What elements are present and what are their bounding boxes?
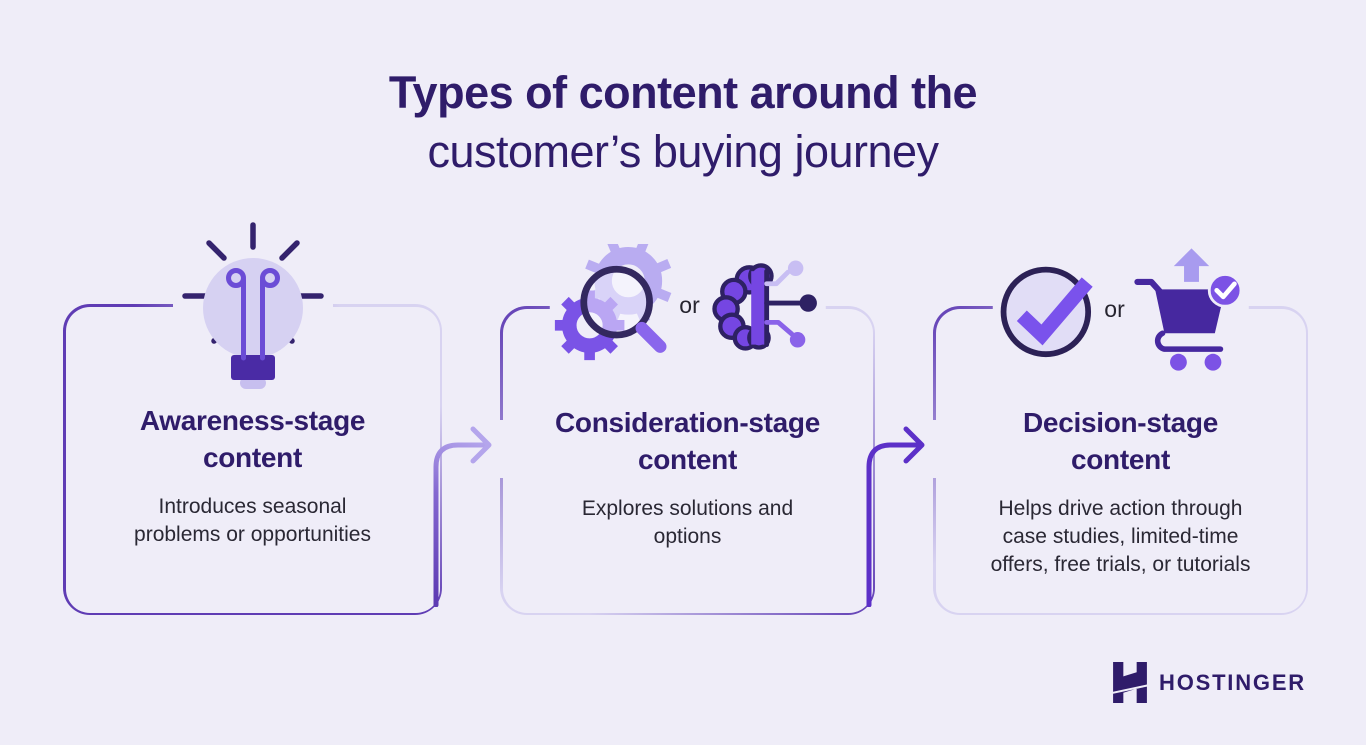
- search-gears-icon: [554, 244, 671, 361]
- heading-line: Decision-stage: [1023, 406, 1218, 438]
- hostinger-logo-icon: [1113, 662, 1147, 703]
- description-line: options: [653, 524, 722, 548]
- brand-name: HOSTINGER: [1159, 669, 1306, 695]
- ai-brain-icon: [712, 260, 817, 351]
- card-awareness-body: Awareness-stage content Introduces seaso…: [65, 220, 440, 613]
- card-consideration-stage: or: [500, 244, 875, 615]
- heading-line: Awareness-stage: [139, 404, 366, 436]
- title-line-2: customer’s buying journey: [427, 126, 939, 177]
- card-consideration-body: or: [502, 244, 873, 613]
- or-label: or: [679, 291, 700, 318]
- card-awareness-stage: Awareness-stage content Introduces seaso…: [63, 220, 442, 615]
- heading-line: content: [202, 441, 302, 473]
- decision-icon-group: or: [992, 242, 1249, 376]
- card-heading: Decision-stage content: [936, 404, 1306, 478]
- border-gap-mask: [928, 420, 940, 478]
- title-line-1: Types of content around the: [388, 67, 978, 118]
- check-circle-icon: [1000, 266, 1093, 358]
- description-line: Introduces seasonal: [158, 494, 347, 518]
- card-description: Explores solutions and options: [503, 495, 873, 551]
- card-description: Introduces seasonal problems or opportun…: [66, 493, 440, 549]
- card-decision-stage: or Decision-stage content Helps drive ac…: [933, 242, 1308, 615]
- page-title: Types of content around the customer’s b…: [0, 63, 1366, 181]
- card-heading: Consideration-stage content: [503, 404, 873, 478]
- consideration-icon-group: or: [549, 244, 826, 366]
- heading-line: content: [1070, 443, 1170, 475]
- flow-arrow-2-icon: [866, 426, 925, 607]
- shopping-cart-icon: [1134, 248, 1243, 371]
- card-heading: Awareness-stage content: [66, 402, 440, 476]
- border-gap-mask: [495, 420, 507, 478]
- brand-footer: HOSTINGER: [1112, 662, 1306, 703]
- flow-arrow-1-icon: [433, 426, 492, 607]
- card-description: Helps drive action through case studies,…: [936, 495, 1306, 579]
- lightbulb-icon: [181, 222, 324, 389]
- or-label: or: [1104, 295, 1125, 322]
- awareness-icon-group: [172, 220, 333, 392]
- card-decision-body: or Decision-stage content Helps drive ac…: [935, 242, 1306, 613]
- heading-line: Consideration-stage: [554, 406, 820, 438]
- description-line: offers, free trials, or tutorials: [990, 552, 1251, 576]
- description-line: problems or opportunities: [134, 522, 371, 546]
- description-line: Helps drive action through: [998, 496, 1243, 520]
- heading-line: content: [637, 443, 737, 475]
- description-line: Explores solutions and: [581, 496, 794, 520]
- description-line: case studies, limited-time: [1002, 524, 1239, 548]
